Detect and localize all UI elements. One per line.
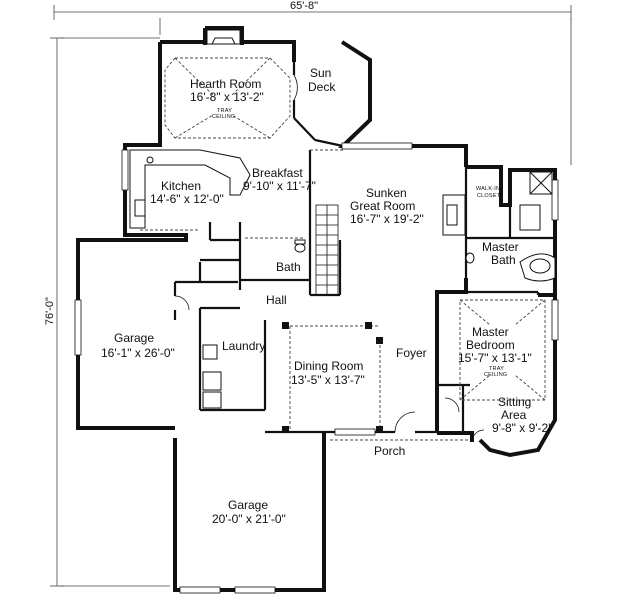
great-room-size: 16'-7" x 19'-2": [350, 212, 424, 226]
breakfast-size: 9'-10" x 11'-7": [243, 179, 316, 193]
columns: [282, 322, 383, 433]
closet-line1: WALK-IN: [476, 186, 501, 192]
garage-2-name: Garage: [228, 498, 269, 512]
kitchen-size: 14'-6" x 12'-0": [150, 192, 224, 206]
hearth-room-ceiling: CEILING: [212, 114, 236, 120]
fireplace-hearth: [206, 29, 241, 45]
master-bedroom-line2: Bedroom: [466, 338, 515, 352]
windows: [74, 142, 559, 594]
dashed-lines: [140, 57, 546, 441]
laundry-appliances: [202, 344, 222, 409]
sitting-area-line1: Sitting: [498, 395, 532, 409]
foyer-name: Foyer: [396, 346, 427, 360]
bath-name: Bath: [276, 260, 301, 274]
porch-name: Porch: [374, 444, 406, 458]
breakfast-name: Breakfast: [252, 166, 303, 180]
master-bedroom-tray: TRAY: [489, 366, 505, 372]
exterior-walls: [76, 26, 557, 592]
great-room-line1: Sunken: [366, 186, 407, 200]
master-bedroom-size: 15'-7" x 13'-1": [458, 351, 532, 365]
laundry-name: Laundry: [222, 339, 266, 353]
depth-dimension: 76'-0": [43, 297, 56, 326]
garage-2-size: 20'-0" x 21'-0": [212, 512, 286, 526]
garage-1-name: Garage: [114, 331, 155, 345]
dining-room-size: 13'-5" x 13'-7": [291, 373, 365, 387]
sun-deck-line2: Deck: [308, 80, 336, 94]
master-bedroom-ceiling: CEILING: [484, 372, 508, 378]
dimension-lines: [50, 5, 572, 587]
hearth-room-size: 16'-8" x 13'-2": [190, 90, 264, 104]
closet-line2: CLOSET: [477, 193, 501, 199]
master-bath-line1: Master: [482, 240, 519, 254]
master-bath-line2: Bath: [491, 253, 516, 267]
width-dimension: 65'-8": [290, 0, 319, 12]
hearth-room-tray: TRAY: [217, 108, 233, 114]
dining-room-name: Dining Room: [294, 359, 364, 373]
sitting-area-line2: Area: [501, 408, 527, 422]
great-room-line2: Great Room: [350, 199, 416, 213]
sitting-area-size: 9'-8" x 9'-2": [492, 421, 553, 435]
fireplace-great-room: [442, 194, 466, 236]
garage-1-size: 16'-1" x 26'-0": [101, 346, 175, 360]
hall-name: Hall: [266, 293, 287, 307]
kitchen-counter: [129, 149, 251, 229]
hearth-room-name: Hearth Room: [190, 77, 262, 91]
master-bedroom-line1: Master: [472, 325, 509, 339]
staircase: [315, 204, 339, 296]
bath-fixtures: [294, 171, 556, 282]
sun-deck-line1: Sun: [310, 66, 332, 80]
doors: [174, 74, 485, 443]
kitchen-name: Kitchen: [161, 179, 202, 193]
